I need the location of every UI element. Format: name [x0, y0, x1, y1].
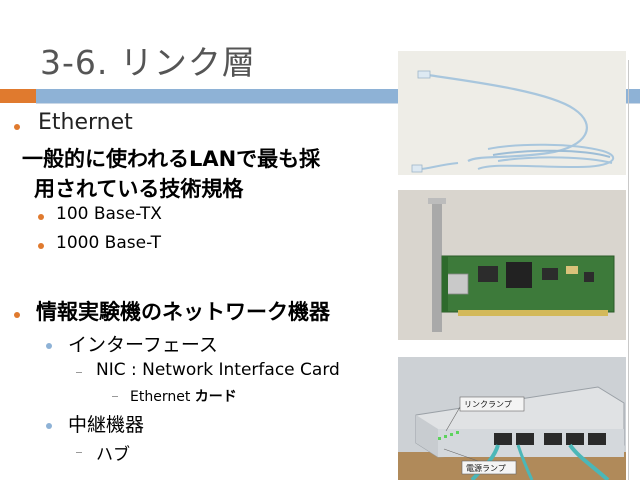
bullet-dash [112, 396, 118, 397]
bullet-dot [14, 312, 20, 318]
bullet-dot [38, 243, 44, 249]
bullet-1000base-t: 1000 Base-T [56, 233, 162, 253]
ethernet-description-line1: 一般的に使われるLANで最も採 [22, 147, 321, 171]
hub-link-lamp-label: リンクランプ [464, 400, 512, 409]
bullet-ethernet: Ethernet [38, 110, 133, 135]
bullet-nic: NIC : Network Interface Card [96, 360, 340, 380]
bullet-dot [46, 423, 52, 429]
bullet-100base-tx: 100 Base-TX [56, 204, 162, 224]
bullet-interface: インターフェース [68, 334, 218, 356]
right-guide-line [628, 60, 629, 480]
bullet-relay-device: 中継機器 [68, 414, 145, 436]
bullet-hub: ハブ [96, 445, 130, 465]
hub-power-lamp-label: 電源ランプ [466, 464, 506, 473]
slide-title: 3-6. リンク層 [40, 43, 256, 82]
hub-photo: リンクランプ 電源ランプ [398, 357, 626, 480]
lan-cable-photo [398, 51, 626, 175]
title-rule-orange [0, 89, 36, 103]
network-card-photo [398, 190, 626, 340]
bullet-dot [46, 343, 52, 349]
bullet-dash [76, 372, 82, 373]
ethernet-description-line2: 用されている技術規格 [34, 177, 244, 201]
bullet-network-devices: 情報実験機のネットワーク機器 [36, 300, 330, 324]
ethernet-card-suffix: カード [194, 389, 237, 405]
bullet-ethernet-card: Ethernet カード [130, 386, 237, 406]
bullet-dot [14, 124, 20, 130]
ethernet-card-word: Ethernet [130, 389, 191, 405]
bullet-dot [38, 214, 44, 220]
title-rule-line [36, 103, 640, 104]
bullet-dash [76, 452, 82, 453]
